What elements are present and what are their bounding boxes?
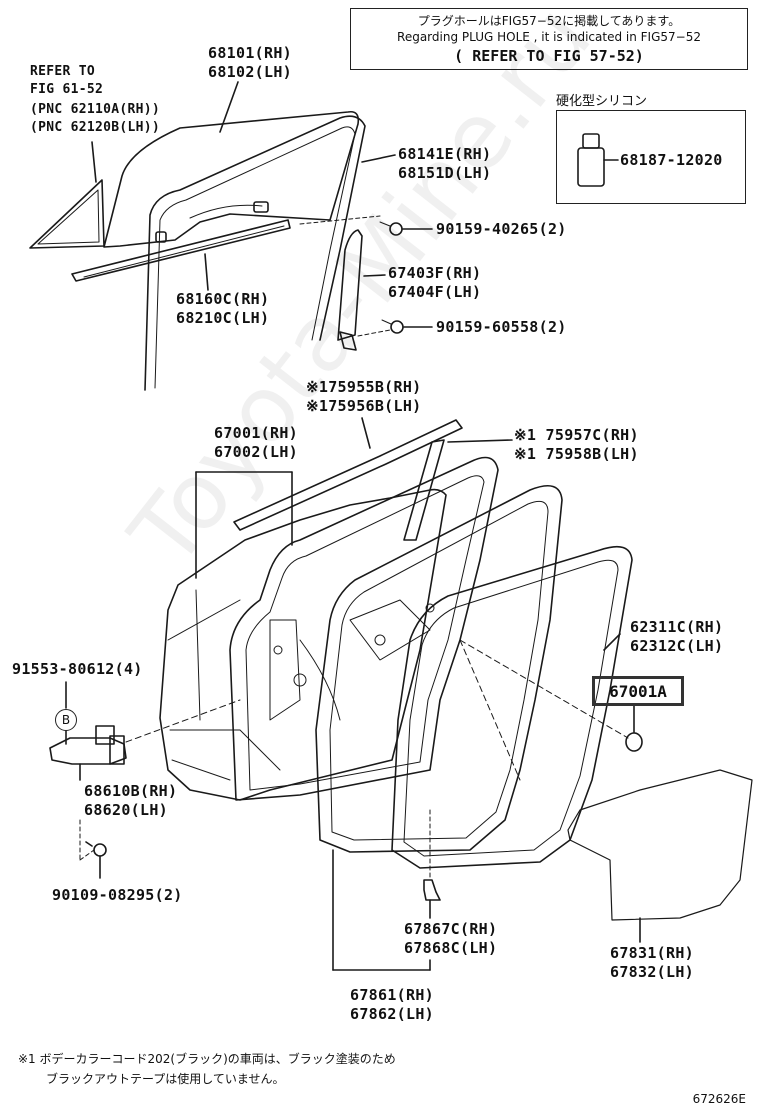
glass-run-channel [144, 115, 366, 391]
label-68610[interactable]: 68610B(RH) [84, 782, 178, 800]
label-67403[interactable]: 67403F(RH) [388, 264, 482, 282]
label-refer-pnc-lh: (PNC 62120B(LH)) [30, 120, 161, 135]
label-91553[interactable]: 91553-80612(4) [12, 660, 143, 678]
label-68151[interactable]: 68151D(LH) [398, 164, 492, 182]
label-67862[interactable]: 67862(LH) [350, 1005, 434, 1023]
label-67832[interactable]: 67832(LH) [610, 963, 694, 981]
notice-english: Regarding PLUG HOLE , it is indicated in… [397, 30, 701, 44]
footnote-line-1: ※1 ボデーカラーコード202(ブラック)の車両は、ブラック塗装のため [18, 1052, 396, 1066]
plug-hole-notice: プラグホールはFIG57−52に掲載してあります。 Regarding PLUG… [350, 8, 748, 70]
notice-japanese: プラグホールはFIG57−52に掲載してあります。 [417, 14, 681, 28]
screw-90159a [379, 221, 403, 236]
label-refer-to: REFER TO [30, 64, 96, 79]
label-62311[interactable]: 62311C(RH) [630, 618, 724, 636]
label-67861[interactable]: 67861(RH) [350, 986, 434, 1004]
silicon-bottle [577, 133, 619, 187]
label-68187[interactable]: 68187-12020 [620, 151, 723, 169]
division-bar [337, 229, 363, 351]
label-67867[interactable]: 67867C(RH) [404, 920, 498, 938]
door-outer-panel [159, 488, 447, 801]
label-90109[interactable]: 90109-08295(2) [52, 886, 183, 904]
label-refer-fig[interactable]: FIG 61-52 [30, 82, 104, 97]
service-hole-cover [567, 769, 753, 921]
label-62312[interactable]: 62312C(LH) [630, 637, 724, 655]
label-68141[interactable]: 68141E(RH) [398, 145, 492, 163]
silicon-title: 硬化型シリコン [556, 94, 648, 109]
label-67001[interactable]: 67001(RH) [214, 424, 298, 442]
label-refer-pnc-rh: (PNC 62110A(RH)) [30, 102, 161, 117]
label-68160[interactable]: 68160C(RH) [176, 290, 270, 308]
label-68102[interactable]: 68102(LH) [208, 63, 292, 81]
belt-moulding [71, 219, 291, 282]
callout-b: B [55, 709, 77, 731]
screw-90159b [381, 319, 404, 334]
door-glass [103, 110, 360, 248]
door-opening-weatherstrip [391, 545, 633, 869]
label-67001a-highlighted[interactable]: 67001A [592, 676, 684, 706]
label-67831[interactable]: 67831(RH) [610, 944, 694, 962]
label-75956[interactable]: ※175956B(LH) [306, 397, 422, 415]
door-hinge [49, 725, 127, 765]
diagram-code: 672626E [692, 1092, 746, 1106]
label-90159a[interactable]: 90159-40265(2) [436, 220, 567, 238]
label-75955[interactable]: ※175955B(RH) [306, 378, 422, 396]
blackout-tape-rear [403, 439, 445, 541]
plug-67001a [625, 732, 643, 752]
label-67002[interactable]: 67002(LH) [214, 443, 298, 461]
footnote-line-2: ブラックアウトテープは使用していません。 [46, 1072, 285, 1086]
label-75957[interactable]: ※1 75957C(RH) [514, 426, 639, 444]
label-68620[interactable]: 68620(LH) [84, 801, 168, 819]
blackout-tape-front [233, 419, 463, 531]
label-75958[interactable]: ※1 75958B(LH) [514, 445, 639, 463]
label-90159b[interactable]: 90159-60558(2) [436, 318, 567, 336]
label-68101[interactable]: 68101(RH) [208, 44, 292, 62]
label-67404[interactable]: 67404F(LH) [388, 283, 482, 301]
clip-67867 [423, 879, 441, 901]
door-inner-frame [229, 456, 499, 801]
door-weatherstrip-inner [315, 484, 563, 853]
quarter-window-glass [29, 179, 105, 249]
silicon-box [556, 110, 746, 204]
label-68210[interactable]: 68210C(LH) [176, 309, 270, 327]
notice-reference: ( REFER TO FIG 57-52) [454, 47, 644, 65]
label-67868[interactable]: 67868C(LH) [404, 939, 498, 957]
